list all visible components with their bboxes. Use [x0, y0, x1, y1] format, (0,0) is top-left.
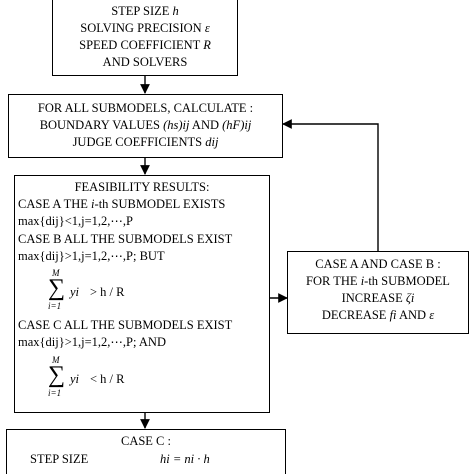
for-submodel-line: FOR THE i-th SUBMODEL [306, 274, 450, 288]
case-a-condition: max{dij}<1,j=1,2,⋯,P [18, 214, 133, 228]
decrease-line: DECREASE fi AND ε [321, 308, 435, 322]
case-a-line: CASE A THE i-th SUBMODEL EXISTS [18, 197, 226, 211]
step-size-line: STEP SIZE h [111, 4, 179, 18]
case-c-line: CASE C ALL THE SUBMODELS EXIST [18, 318, 233, 332]
sum-c-sigma: ∑ [48, 362, 66, 388]
feasibility-results-box [14, 175, 270, 413]
solvers-line: AND SOLVERS [102, 55, 188, 69]
sum-b-lower: i=1 [48, 301, 62, 311]
calculate-box [8, 94, 283, 158]
case-a-b-adjust-box [287, 251, 469, 334]
solving-precision-line: SOLVING PRECISION ε [80, 21, 210, 35]
sum-c-lower: i=1 [48, 388, 62, 398]
increase-line: INCREASE ζi [341, 291, 415, 305]
sum-b-inequality: > h / R [90, 285, 125, 299]
sum-c-upper: M [52, 355, 60, 365]
case-b-line: CASE B ALL THE SUBMODELS EXIST [18, 232, 233, 246]
input-parameters-box [52, 0, 238, 76]
case-c-step-size-label: STEP SIZE [30, 452, 89, 466]
case-c-step-size-formula: hi = ni · h [160, 452, 210, 466]
sum-c-inequality: < h / R [90, 372, 125, 386]
case-c-heading: CASE C : [120, 434, 171, 448]
case-c-condition: max{dij}>1,j=1,2,⋯,P; AND [18, 335, 166, 349]
case-a-b-heading: CASE A AND CASE B : [315, 257, 441, 271]
boundary-values-line: BOUNDARY VALUES (hs)ij AND (hF)ij [39, 118, 252, 132]
sum-b-upper: M [52, 268, 60, 278]
calculate-heading: FOR ALL SUBMODELS, CALCULATE : [37, 101, 254, 115]
feasibility-title: FEASIBILITY RESULTS: [74, 180, 210, 194]
sum-c-term: yi [70, 372, 80, 386]
case-c-box [6, 429, 286, 474]
case-b-condition: max{dij}>1,j=1,2,⋯,P; BUT [18, 249, 165, 263]
speed-coefficient-line: SPEED COEFFICIENT R [79, 38, 211, 52]
sum-b-sigma: ∑ [48, 275, 66, 301]
judge-coefficients-line: JUDGE COEFFICIENTS dij [72, 135, 219, 149]
sum-b-term: yi [70, 285, 80, 299]
arrow-cases-ab-loop-back [282, 119, 379, 251]
